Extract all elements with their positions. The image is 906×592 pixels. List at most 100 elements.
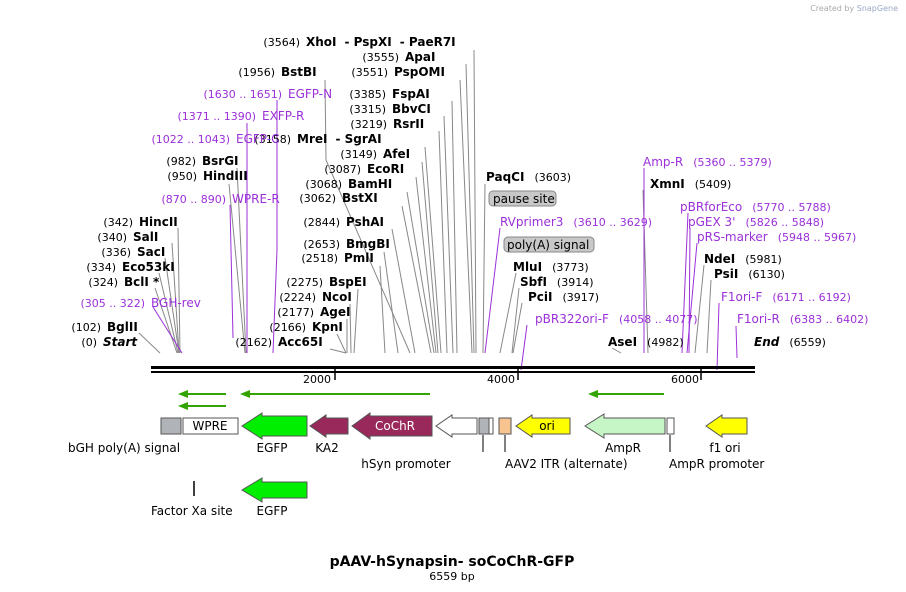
site-name: AseI	[608, 335, 637, 349]
site-name: pGEX 3'	[688, 215, 735, 229]
f1-ori-feature	[705, 414, 748, 438]
site-name: BsrGI	[202, 154, 239, 168]
site-name: EXFP-R	[262, 109, 304, 123]
site-name: F1ori-R	[737, 312, 780, 326]
site-name-extra: - PspXI	[345, 35, 392, 49]
site-position: (6383 .. 6402)	[790, 313, 869, 326]
site-label-kpni: (2166)KpnI	[269, 320, 342, 334]
site-label-eco53ki: (334)Eco53kI	[86, 260, 174, 274]
site-name: pBR322ori-F	[535, 312, 609, 326]
site-name: BstXI	[342, 191, 378, 205]
site-name: FspAI	[392, 87, 430, 101]
site-label-nçoi: (2224)NcoI	[279, 290, 351, 304]
site-position: (2224)	[279, 291, 316, 304]
site-label-bghrev: (305 .. 322)BGH-rev	[80, 296, 200, 310]
primer-arrow-2	[186, 405, 226, 407]
polya-signal-box: poly(A) signal	[503, 236, 595, 253]
ori-label: ori	[539, 419, 555, 433]
site-label-bbvci: (3315)BbvCI	[349, 102, 430, 116]
site-position: (3914)	[557, 276, 594, 289]
site-name: PshAI	[346, 215, 384, 229]
primer-arrow-2-head	[178, 402, 188, 410]
site-label-ampr: (5360 .. 5379)Amp-R	[643, 155, 772, 169]
site-name: MluI	[513, 260, 542, 274]
site-label-saci: (336)SacI	[101, 245, 165, 259]
site-position: (1022 .. 1043)	[151, 133, 230, 146]
site-label-start: (0) Start	[81, 335, 138, 349]
primer-arrow-1	[186, 393, 226, 395]
credit-prefix: Created by	[810, 4, 855, 13]
site-position: (5981)	[745, 253, 782, 266]
site-label-bsrgi: (982)BsrGI	[166, 154, 238, 168]
site-name: EGFP-N	[288, 87, 332, 101]
bgh-polya-label: bGH poly(A) signal	[68, 441, 180, 455]
site-name: RVprimer3	[500, 215, 563, 229]
site-label-acc65i: (2162) Acc65I	[235, 335, 322, 349]
site-name: PsiI	[714, 267, 738, 281]
primer-arrow-1-head	[178, 390, 188, 398]
site-label-xhoi: (3564)XhoI- PspXI- PaeR7I	[263, 35, 455, 49]
site-name: BglII	[107, 320, 138, 334]
site-label-egfpn: (1630 .. 1651) EGFP-N	[203, 87, 332, 101]
site-position: (2518)	[301, 252, 338, 265]
site-label-ndei: (5981) NdeI	[704, 252, 782, 266]
site-position: (2162)	[235, 336, 272, 349]
site-label-bmgbi: (2653)BmgBI	[303, 237, 389, 251]
site-label-sali: (340) SalI	[97, 230, 158, 244]
pause-site-box: pause site	[488, 190, 557, 207]
site-name: Start	[103, 335, 138, 349]
site-name: NdeI	[704, 252, 735, 266]
site-name: MreI	[297, 132, 327, 146]
cochr-label: CoChR	[375, 419, 415, 433]
bgh-polya-feature	[160, 417, 182, 435]
site-name: Acc65I	[278, 335, 323, 349]
wpre-feature	[182, 417, 239, 435]
site-label-prsmarker: (5948 .. 5967)pRS-marker	[697, 230, 856, 244]
hsyn-promoter-label: hSyn promoter	[361, 457, 450, 471]
site-label-exfpr: (1371 .. 1390)EXFP-R	[177, 109, 304, 123]
site-label-hindiii: (950)HindIII	[167, 169, 247, 183]
site-position: (324)	[88, 276, 118, 289]
site-label-hincii: (342)HincII	[103, 215, 177, 229]
site-position: (0)	[81, 336, 97, 349]
site-name: BmgBI	[346, 237, 390, 251]
egfp-label-2: EGFP	[256, 504, 287, 518]
site-name: PciI	[528, 290, 553, 304]
site-label-wprer: (870 .. 890)WPRE-R	[161, 192, 279, 206]
ampr-promoter-feature	[666, 417, 675, 435]
site-name: BstBI	[281, 65, 317, 79]
small-feature	[488, 417, 494, 435]
site-name: SalI	[133, 230, 158, 244]
site-position: (334)	[86, 261, 116, 274]
ka2-feature	[309, 414, 349, 438]
site-name-extra: - SgrAI	[335, 132, 381, 146]
site-position: (3068)	[305, 178, 342, 191]
site-label-bstxi: (3062)BstXI	[299, 191, 377, 205]
site-name: XmnI	[650, 177, 685, 191]
plasmid-title: pAAV-hSynapsin- soCoChR-GFP	[330, 554, 575, 570]
feature-labels: WPRE CoChR ori bGH poly(A) signal EGFP K…	[68, 419, 764, 518]
site-name: HindIII	[203, 169, 248, 183]
site-label-fspai: (3385)FspAI	[349, 87, 429, 101]
site-name: SbfI	[520, 275, 547, 289]
ampr-promoter-label: AmpR promoter	[669, 457, 764, 471]
site-position: (3219)	[350, 118, 387, 131]
site-label-ecori: (3087)EcoRI	[324, 162, 404, 176]
ruler-tick-4000: 4000	[487, 373, 515, 386]
site-position: (340)	[97, 231, 127, 244]
site-position: (336)	[101, 246, 131, 259]
site-position: (4982)	[647, 336, 684, 349]
site-label-mlui: (3773)MluI	[513, 260, 589, 274]
feature-leader-lines	[482, 435, 671, 452]
site-name: AgeI	[320, 305, 350, 319]
site-name: Amp-R	[643, 155, 683, 169]
site-name: KpnI	[312, 320, 343, 334]
site-position: (1630 .. 1651)	[203, 88, 282, 101]
ruler-tick-2000: 2000	[303, 373, 331, 386]
egfp-label: EGFP	[256, 441, 287, 455]
site-label-apai: (3555)ApaI	[362, 50, 435, 64]
site-position: (3158)	[254, 133, 291, 146]
ka2-label: KA2	[315, 441, 339, 455]
site-label-bstbi: (1956)BstBI	[238, 65, 316, 79]
